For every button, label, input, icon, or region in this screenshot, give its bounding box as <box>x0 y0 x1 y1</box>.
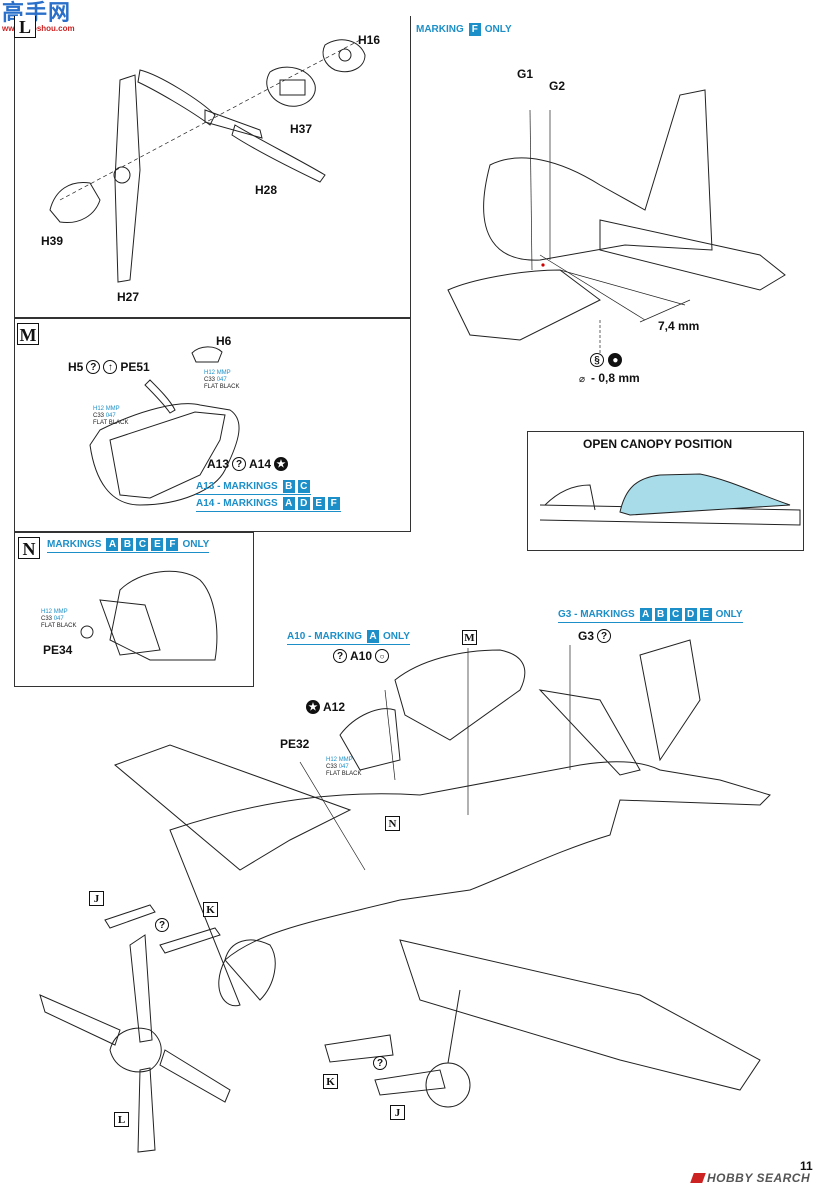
logo-text: 高手网 <box>2 1 72 26</box>
part-g2: G2 <box>549 79 566 93</box>
option-q-left: ? <box>155 916 169 934</box>
part-h16: H16 <box>358 33 381 47</box>
option-q-bottom: ? <box>373 1054 387 1072</box>
watermark-logo: 高手网 www.gaoshou.com <box>2 1 75 34</box>
part-h39: H39 <box>41 234 64 248</box>
g3-option: G3 ? <box>578 629 612 643</box>
step-n-box: N <box>18 537 40 559</box>
drill-icon: § <box>590 352 604 367</box>
ref-k-box-bottom: K <box>323 1074 338 1089</box>
step-m-box: M <box>17 323 39 345</box>
page-number: 11 <box>800 1159 813 1173</box>
part-h27: H27 <box>117 290 140 304</box>
option-a13-a14: A13?A14★ <box>207 457 289 471</box>
panel-m-frame <box>14 318 411 532</box>
star-icon: ★ <box>306 700 320 714</box>
attach-icon: ↑ <box>103 360 118 374</box>
option-icon: ? <box>86 360 101 374</box>
canopy-inset-frame <box>527 431 804 551</box>
paint-callout-m2: H12 MMP C33 047 FLAT BLACK <box>93 406 129 426</box>
panel-l-frame <box>14 16 411 318</box>
ref-l-box: L <box>114 1112 129 1127</box>
diameter-symbol: ⌀ <box>579 374 586 385</box>
pin-icon: ○ <box>375 649 390 663</box>
canopy-inset-title: OPEN CANOPY POSITION <box>583 437 733 451</box>
marking-box-f: F <box>468 23 481 36</box>
a10-option: ? A10 ○ <box>333 649 390 663</box>
part-h37: H37 <box>290 122 313 136</box>
ref-j-box-top: J <box>89 891 104 906</box>
option-icon: ? <box>333 649 347 663</box>
panel-n-frame <box>14 532 254 687</box>
logo-subtext: www.gaoshou.com <box>2 24 75 33</box>
dimension-7-4: 7,4 mm <box>658 319 700 333</box>
drill-symbols: § ● <box>590 351 623 369</box>
ref-j-box-bottom: J <box>390 1105 405 1120</box>
hobby-search-icon <box>690 1173 706 1183</box>
paint-callout-m1: H12 MMP C33 047 FLAT BLACK <box>204 370 240 390</box>
dimension-0-8: - 0,8 mm <box>591 371 640 385</box>
marking-f-only: MARKING F ONLY <box>416 23 512 36</box>
part-pe51: PE51 <box>120 360 150 374</box>
a10-marking-only: A10 - MARKING A ONLY <box>287 630 410 645</box>
a12-option: ★ A12 <box>306 700 345 714</box>
part-h5: H5 <box>68 360 84 374</box>
option-icon: ? <box>597 629 612 643</box>
paint-callout-main: H12 MMP C33 047 FLAT BLACK <box>326 757 362 777</box>
part-g1: G1 <box>517 67 534 81</box>
ref-k-box-top: K <box>203 902 218 917</box>
ref-n-box: N <box>385 816 400 831</box>
part-h28: H28 <box>255 183 278 197</box>
footer-watermark: HOBBY SEARCH <box>690 1171 810 1185</box>
part-pe32: PE32 <box>280 737 310 751</box>
hole-icon: ● <box>608 352 623 367</box>
part-h5-row: H5 ? ↑ PE51 <box>68 360 150 374</box>
part-pe34: PE34 <box>43 643 73 657</box>
ref-m-box: M <box>462 630 477 645</box>
part-h6: H6 <box>216 334 232 348</box>
step-l-box: L <box>14 16 36 38</box>
paint-callout-n: H12 MMP C33 047 FLAT BLACK <box>41 609 77 629</box>
